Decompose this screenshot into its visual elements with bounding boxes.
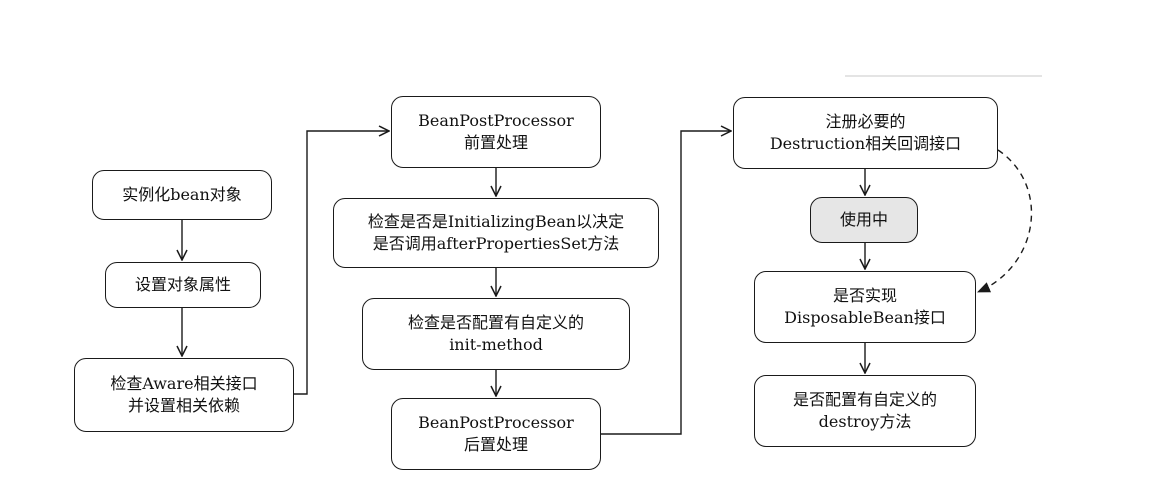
node-check-aware: 检查Aware相关接口 并设置相关依赖 bbox=[74, 358, 294, 432]
node-initializing-bean: 检查是否是InitializingBean以决定 是否调用afterProper… bbox=[333, 198, 659, 268]
node-bpp-after-line-2: 后置处理 bbox=[463, 435, 528, 454]
edge-destruction-callback-dashed bbox=[977, 149, 1033, 293]
node-bpp-before-line-2: 前置处理 bbox=[463, 133, 528, 152]
node-init-method-line-1: 检查是否配置有自定义的 bbox=[407, 313, 584, 332]
node-disposable-bean: 是否实现 DisposableBean接口 bbox=[754, 271, 976, 343]
node-init-method-line-2: init-method bbox=[449, 335, 543, 354]
node-instantiate-bean-line-1: 实例化bean对象 bbox=[122, 185, 242, 204]
node-bpp-before-line-1: BeanPostProcessor bbox=[418, 111, 574, 130]
node-register-destruction-line-1: 注册必要的 bbox=[825, 112, 906, 131]
node-in-use-line-1: 使用中 bbox=[839, 210, 888, 229]
node-in-use: 使用中 bbox=[810, 197, 918, 243]
node-disposable-bean-line-2: DisposableBean接口 bbox=[784, 308, 946, 327]
node-destroy-method-line-2: destroy方法 bbox=[818, 412, 912, 431]
node-destroy-method-line-1: 是否配置有自定义的 bbox=[792, 390, 937, 409]
edge-bpp-after-to-destruction bbox=[601, 131, 731, 435]
node-register-destruction: 注册必要的 Destruction相关回调接口 bbox=[733, 97, 998, 169]
node-init-method: 检查是否配置有自定义的 init-method bbox=[362, 298, 630, 370]
node-instantiate-bean: 实例化bean对象 bbox=[92, 170, 272, 220]
node-initializing-bean-line-2: 是否调用afterPropertiesSet方法 bbox=[372, 234, 620, 253]
node-initializing-bean-line-1: 检查是否是InitializingBean以决定 bbox=[367, 212, 625, 231]
node-register-destruction-line-2: Destruction相关回调接口 bbox=[769, 134, 962, 153]
node-bpp-after-line-1: BeanPostProcessor bbox=[418, 413, 574, 432]
node-bpp-after: BeanPostProcessor 后置处理 bbox=[391, 398, 601, 470]
node-set-properties-line-1: 设置对象属性 bbox=[134, 275, 231, 294]
node-check-aware-line-2: 并设置相关依赖 bbox=[127, 396, 240, 415]
edge-aware-to-bpp-before bbox=[294, 131, 389, 395]
node-check-aware-line-1: 检查Aware相关接口 bbox=[110, 374, 258, 393]
node-bpp-before: BeanPostProcessor 前置处理 bbox=[391, 96, 601, 168]
node-destroy-method: 是否配置有自定义的 destroy方法 bbox=[754, 375, 976, 447]
node-disposable-bean-line-1: 是否实现 bbox=[832, 286, 897, 305]
node-set-properties: 设置对象属性 bbox=[105, 262, 261, 308]
